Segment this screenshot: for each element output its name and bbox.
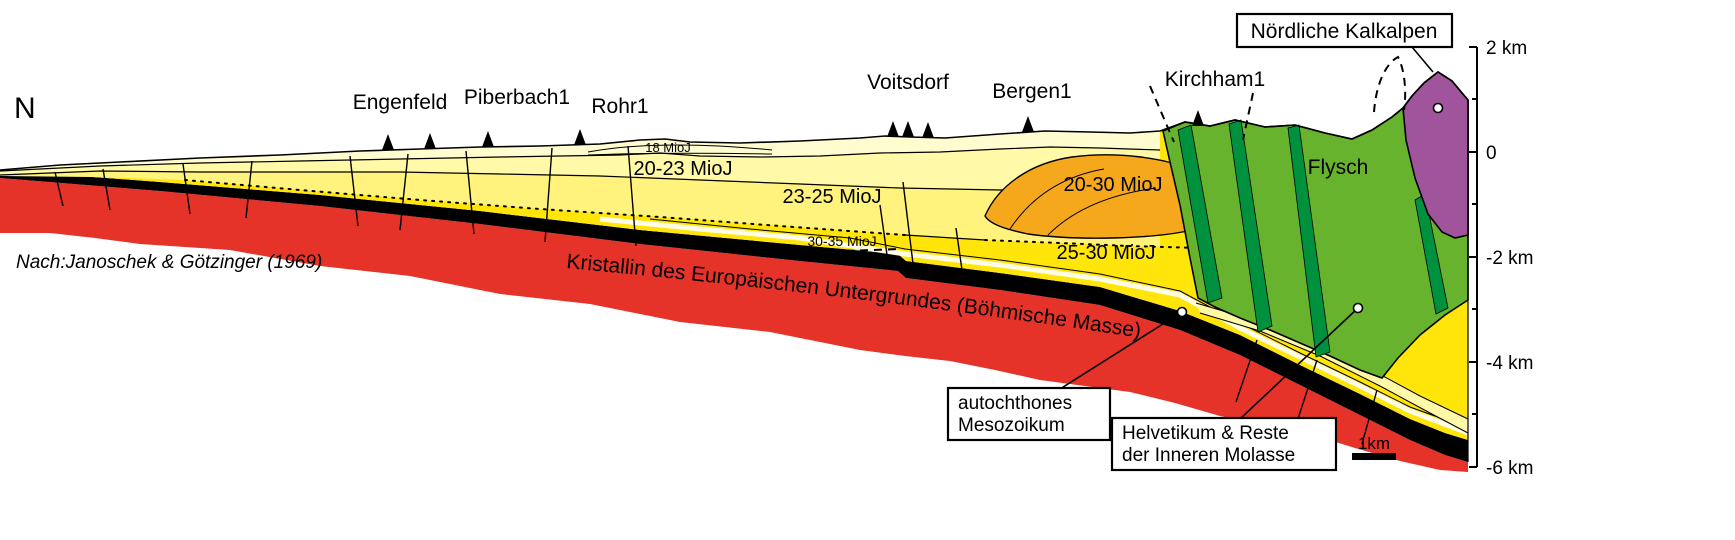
well-markers bbox=[382, 110, 1204, 150]
depth-scale: 2 km 0 -2 km -4 km -6 km bbox=[1469, 38, 1534, 479]
band-under-flysch-base-line bbox=[1199, 312, 1469, 434]
well-derrick-marker bbox=[1192, 110, 1204, 126]
source-label: Nach:Janoschek & Götzinger (1969) bbox=[16, 252, 322, 273]
well-derrick-marker bbox=[382, 134, 394, 150]
well-derrick-marker bbox=[482, 131, 494, 147]
flysch-slice-3 bbox=[1287, 124, 1331, 358]
lens-18mioj-base bbox=[587, 152, 773, 156]
orange-internal-arc-1 bbox=[1009, 168, 1105, 230]
basal-boundary-line bbox=[649, 218, 1469, 429]
fault-9 bbox=[627, 145, 637, 247]
band-20-23 bbox=[0, 147, 1160, 195]
strata-label-30-35: 30-35 MioJ bbox=[807, 233, 876, 249]
kalkalpen-box-label: Nördliche Kalkalpen bbox=[1251, 20, 1438, 43]
autochthon-box bbox=[946, 386, 1112, 442]
helvetikum-annotation: Helvetikum & Reste der Inneren Molasse bbox=[1110, 416, 1338, 472]
fault-under-flysch-1 bbox=[1235, 339, 1258, 403]
depth-label-minus6: -6 km bbox=[1486, 458, 1534, 479]
flysch-slice-1 bbox=[1177, 124, 1223, 304]
boundary-cream-base bbox=[0, 146, 1161, 172]
fault-under-flysch-2 bbox=[1296, 359, 1318, 423]
well-derrick-marker bbox=[922, 122, 934, 138]
kalkalpen-annotation: Nördliche Kalkalpen bbox=[1235, 12, 1454, 49]
crystalline-basement bbox=[0, 178, 1468, 472]
boundary-connector bbox=[904, 234, 986, 241]
helvetikum-label-line1: Helvetikum & Reste bbox=[1122, 423, 1289, 444]
fault-4 bbox=[245, 160, 253, 219]
well-derrick-marker bbox=[887, 121, 899, 137]
depth-label-0: 0 bbox=[1486, 143, 1497, 164]
strata-label-23-25: 23-25 MioJ bbox=[783, 186, 882, 208]
flysch-slice-2 bbox=[1228, 119, 1273, 333]
scale-bar-rect bbox=[1352, 453, 1396, 460]
well-derrick-marker bbox=[574, 129, 586, 145]
strata-label-18: 18 MioJ bbox=[645, 140, 691, 155]
fault-under-flysch-3 bbox=[1361, 389, 1378, 445]
helvetikum-label-line2: der Inneren Molasse bbox=[1122, 445, 1295, 466]
fault-5 bbox=[349, 155, 359, 227]
depth-label-minus4: -4 km bbox=[1486, 353, 1534, 374]
well-label-engenfeld: Engenfeld bbox=[353, 91, 448, 114]
fault-12 bbox=[955, 227, 965, 285]
boundary-20-23-base bbox=[0, 170, 1161, 196]
strata-label-20-30: 20-30 MioJ bbox=[1064, 174, 1163, 196]
fault-6 bbox=[399, 153, 409, 231]
leader-kalkalpen bbox=[1411, 46, 1434, 73]
helvetikum-box bbox=[1110, 416, 1338, 472]
fault-2 bbox=[102, 168, 111, 211]
well-derrick-marker bbox=[424, 133, 436, 149]
band-23-25 bbox=[0, 171, 1160, 247]
orange-internal-arc-2 bbox=[1047, 187, 1157, 236]
well-label-bergen: Bergen1 bbox=[992, 80, 1071, 103]
depth-label-2km: 2 km bbox=[1486, 38, 1527, 59]
kalkalpen-box bbox=[1235, 12, 1454, 49]
fault-11 bbox=[902, 181, 915, 273]
well-derrick-marker bbox=[902, 121, 914, 137]
fault-8 bbox=[544, 147, 553, 243]
leader-dot-autochthon bbox=[1176, 306, 1188, 318]
molasse-faults bbox=[54, 145, 965, 285]
basal-pale-stripe bbox=[599, 216, 1469, 436]
autochthon-label-line1: autochthones bbox=[958, 393, 1072, 414]
north-label: N bbox=[14, 92, 36, 125]
fault-10 bbox=[879, 204, 889, 263]
flysch-label: Flysch bbox=[1308, 156, 1369, 179]
lens-18mioj-top bbox=[587, 144, 773, 153]
band-under-flysch bbox=[1196, 303, 1468, 433]
kalkalpen-dashed-outline bbox=[1373, 55, 1407, 113]
scale-bar: 1km bbox=[1352, 434, 1396, 460]
leader-dot-helvetikum bbox=[1352, 302, 1364, 314]
depth-label-minus2: -2 km bbox=[1486, 248, 1534, 269]
fault-1 bbox=[54, 171, 64, 207]
scale-bar-label: 1km bbox=[1358, 434, 1390, 453]
fault-7 bbox=[465, 150, 475, 235]
well-label-piberbach: Piberbach1 bbox=[464, 86, 570, 109]
well-label-kirchham: Kirchham1 bbox=[1165, 68, 1265, 91]
well-derrick-marker bbox=[1022, 116, 1034, 132]
well-label-rohr: Rohr1 bbox=[591, 95, 648, 118]
well-label-voitsdorf: Voitsdorf bbox=[867, 71, 949, 94]
strata-label-20-23: 20-23 MioJ bbox=[634, 158, 733, 180]
dashed-30-35-boundary bbox=[789, 248, 901, 254]
autochthon-label-line2: Mesozoikum bbox=[958, 415, 1065, 436]
leader-helvetikum bbox=[1239, 307, 1359, 420]
ground-surface bbox=[0, 71, 1469, 171]
leader-autochthon bbox=[1059, 311, 1183, 390]
kirchham-dashed-fault-left bbox=[1149, 85, 1175, 143]
autochthon-annotation: autochthones Mesozoikum bbox=[946, 386, 1112, 442]
leader-dot-kalkalpen bbox=[1432, 102, 1444, 114]
strata-label-25-30: 25-30 MioJ bbox=[1057, 242, 1156, 264]
fault-3 bbox=[182, 163, 191, 215]
